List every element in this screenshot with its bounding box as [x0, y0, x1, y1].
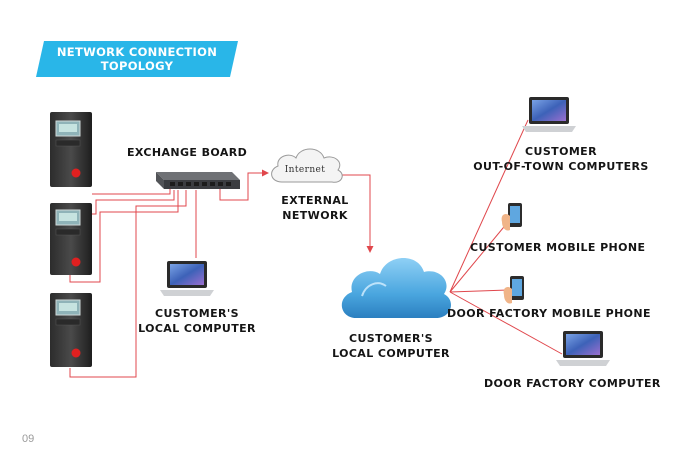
- customer-out-of-town-line-2: OUT-OF-TOWN COMPUTERS: [473, 160, 649, 173]
- internet-cloud-icon: [271, 148, 343, 183]
- exchange-board-label: EXCHANGE BOARD: [127, 146, 248, 159]
- page-title: NETWORK CONNECTION TOPOLOGY: [36, 41, 238, 77]
- cloud-local-computer-line-1: CUSTOMER'S: [348, 332, 434, 345]
- mobile-phone-icon: [503, 276, 524, 304]
- laptop-icon: [522, 97, 576, 132]
- mobile-phone-icon: [501, 203, 522, 231]
- laptop-icon: [160, 261, 214, 296]
- customer-local-computer-label: CUSTOMER'S LOCAL COMPUTER: [138, 306, 256, 336]
- controller-cabinet-icon: [50, 112, 92, 187]
- customer-local-computer-line-1: CUSTOMER'S: [154, 307, 240, 320]
- customer-local-computer-line-2: LOCAL COMPUTER: [138, 322, 256, 335]
- network-switch-icon: [156, 172, 240, 189]
- customer-out-of-town-line-1: CUSTOMER: [525, 145, 597, 158]
- title-banner: [36, 41, 238, 77]
- customer-out-of-town-label: CUSTOMER OUT-OF-TOWN COMPUTERS: [473, 144, 648, 174]
- internet-label: Internet: [284, 165, 326, 175]
- cloud-local-computer-label: CUSTOMER'S LOCAL COMPUTER: [332, 331, 450, 361]
- controller-cabinet-icon: [50, 293, 92, 367]
- external-network-line-2: NETWORK: [282, 209, 348, 222]
- controller-cabinet-icon: [50, 203, 92, 275]
- external-network-line-1: EXTERNAL: [281, 194, 349, 207]
- title-line-2: TOPOLOGY: [100, 59, 174, 73]
- cloud-icon: [341, 257, 451, 318]
- external-network-label: EXTERNAL NETWORK: [281, 193, 348, 223]
- page-number: 09: [22, 433, 35, 445]
- customer-mobile-phone-label: CUSTOMER MOBILE PHONE: [470, 241, 646, 254]
- cloud-local-computer-line-2: LOCAL COMPUTER: [332, 347, 450, 360]
- connector-lines: [69, 119, 563, 378]
- laptop-icon: [556, 331, 610, 366]
- door-factory-mobile-phone-label: DOOR FACTORY MOBILE PHONE: [447, 307, 651, 320]
- title-line-1: NETWORK CONNECTION: [56, 45, 218, 59]
- door-factory-computer-label: DOOR FACTORY COMPUTER: [484, 377, 661, 390]
